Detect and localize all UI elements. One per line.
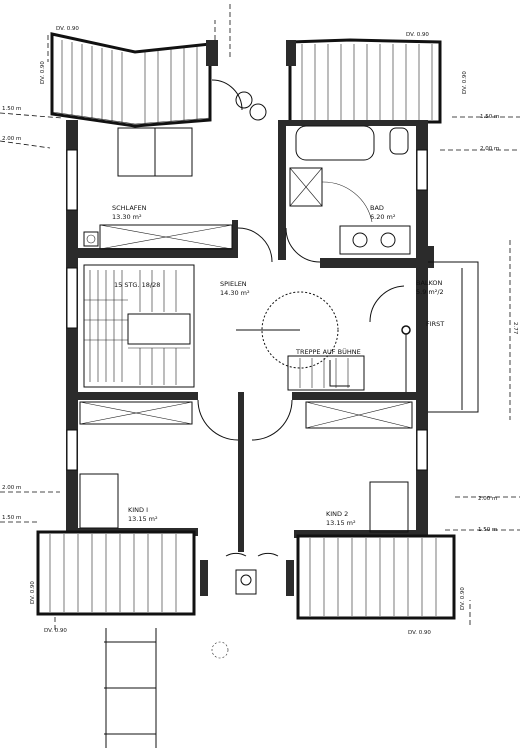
dormer-bottom-right <box>296 534 456 620</box>
room-area-bad: 6.20 m² <box>370 213 396 221</box>
dim-left-200: 2.00 m <box>2 136 21 142</box>
dim-dv-vertical-top-right: DV. 0.90 <box>462 71 468 94</box>
exterior-ladder <box>104 628 229 748</box>
room-area-balkon: 5.9 m²/2 <box>416 288 444 296</box>
dim-dv-vertical-bottom-left: DV. 0.90 <box>30 581 36 604</box>
dim-right-277: 2.77 <box>512 322 518 335</box>
dimension-labels: DV. 0.90 DV. 0.90 DV. 0.90 DV. 0.90 1.50… <box>2 26 518 636</box>
wardrobes-kids <box>79 401 413 429</box>
attic-ladder <box>236 291 365 391</box>
room-area-spielen: 14.30 m² <box>220 289 250 297</box>
room-name-schlafen: SCHLAFEN <box>112 204 147 212</box>
room-area-kind2: 13.15 m² <box>326 519 356 527</box>
room-name-balkon: BALKON <box>416 279 443 287</box>
room-labels: SCHLAFEN 13.30 m² BAD 6.20 m² SPIELEN 14… <box>112 204 444 527</box>
first-label: FIRST <box>426 320 444 328</box>
dormer-top-left <box>50 32 212 128</box>
dim-right-200: 2.00 m <box>480 146 499 152</box>
dormer-top-right <box>288 38 442 124</box>
bed-schlafen <box>117 127 193 177</box>
doors <box>197 79 405 557</box>
dim-right-200-bottom: 2.00 m <box>478 496 497 502</box>
dim-dv-top-right: DV. 0.90 <box>406 32 429 38</box>
balcony <box>401 261 479 413</box>
dim-left-150-bottom: 1.50 m <box>2 515 21 521</box>
dim-right-150-bottom: 1.50 m <box>478 527 497 533</box>
dim-dv-vertical-bottom-right: DV. 0.90 <box>460 587 466 610</box>
room-name-kind2: KIND 2 <box>326 510 348 518</box>
room-area-kind1: 13.15 m² <box>128 515 158 523</box>
room-area-schlafen: 13.30 m² <box>112 213 142 221</box>
dim-right-150: 1.50 m <box>480 114 499 120</box>
central-shaft <box>235 569 257 595</box>
side-windows <box>66 149 428 471</box>
dim-left-200-bottom: 2.00 m <box>2 485 21 491</box>
dormer-bottom-left <box>36 530 196 616</box>
room-name-kind1: KIND I <box>128 506 148 514</box>
dim-dv-vertical-top-left: DV. 0.90 <box>40 61 46 84</box>
exterior-walls <box>66 40 428 600</box>
room-name-bad: BAD <box>370 204 384 212</box>
stairs-label: 15 STG. 18/28 <box>114 281 160 289</box>
bath-fixtures <box>289 125 411 255</box>
room-name-spielen: SPIELEN <box>220 280 247 288</box>
wardrobe-schlafen <box>83 224 233 250</box>
staircase <box>83 264 195 388</box>
dormer-outlines <box>0 4 520 630</box>
interior-walls <box>78 120 434 596</box>
dim-dv-bottom-right: DV. 0.90 <box>408 630 431 636</box>
dim-dv-bottom-left: DV. 0.90 <box>44 628 67 634</box>
treppe-label: TREPPE AUF BÜHNE <box>295 347 361 356</box>
dim-left-150: 1.50 m <box>2 106 21 112</box>
dim-dv-top-left: DV. 0.90 <box>56 26 79 32</box>
